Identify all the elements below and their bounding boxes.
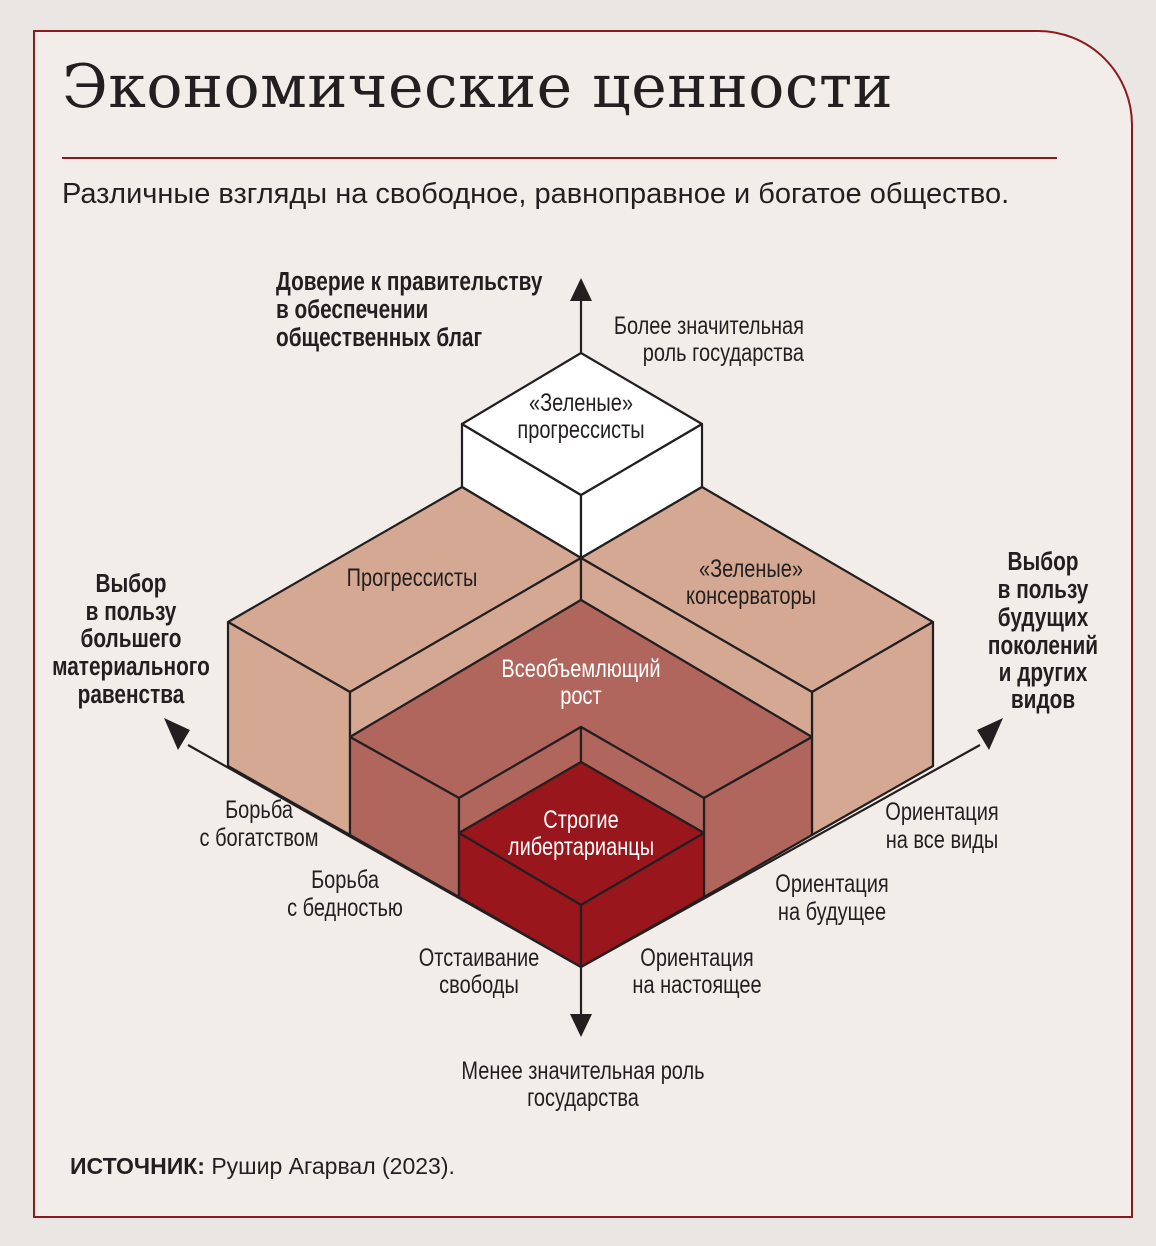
left-tick-1-line-1: Борьба (225, 796, 293, 824)
label-green-progressives-2: прогрессисты (517, 416, 644, 444)
axis-left-title-1: Выбор (95, 569, 166, 598)
axis-up-title-1: Доверие к правительству (276, 267, 542, 296)
label-strict-libertarians-1: Строгие (543, 806, 618, 834)
left-tick-3-line-2: свободы (439, 971, 519, 999)
block-green-progressives (460, 351, 704, 560)
axis-right-title-6: видов (1011, 685, 1075, 714)
right-tick-1-line-1: Ориентация (885, 798, 998, 826)
source-text: Рушир Агарвал (2023). (204, 1153, 455, 1179)
label-inclusive-growth-2: рост (560, 682, 601, 710)
right-tick-3-line-2: на настоящее (632, 971, 761, 999)
block-strict-libertarians (457, 760, 706, 969)
label-inclusive-growth-1: Всеобъемлющий (501, 655, 660, 683)
axis-right-title-3: будущих (998, 603, 1089, 632)
label-green-progressives-1: «Зеленые» (529, 389, 633, 417)
label-strict-libertarians-2: либертарианцы (508, 833, 654, 861)
axis-up-end-1: Более значительная (614, 312, 804, 340)
label-progressives: Прогрессисты (347, 564, 478, 592)
arrow-right-icon (977, 718, 1003, 750)
axis-right-title-5: и других (999, 658, 1088, 687)
arrow-down-icon (570, 1014, 592, 1037)
block-progressives (226, 485, 583, 837)
axis-left-title-5: равенства (78, 680, 186, 709)
source-label: ИСТОЧНИК: (70, 1153, 205, 1179)
axis-up-title-3: общественных благ (276, 323, 482, 352)
left-tick-3-line-1: Отстаивание (419, 944, 540, 972)
right-tick-3-line-1: Ориентация (640, 944, 753, 972)
source-note: ИСТОЧНИК: Рушир Агарвал (2023). (70, 1153, 455, 1180)
axis-up-end-2: роль государства (643, 339, 805, 367)
right-tick-2-line-1: Ориентация (775, 870, 888, 898)
label-green-conservatives-2: консерваторы (686, 582, 816, 610)
arrow-left-icon (164, 718, 190, 750)
axis-right-title-1: Выбор (1007, 547, 1078, 576)
axis-left-title-4: материального (52, 652, 210, 681)
title-divider (62, 157, 1057, 159)
right-tick-2-line-2: на будущее (778, 898, 886, 926)
arrow-up-icon (570, 278, 592, 301)
page-title: Экономические ценности (62, 52, 894, 122)
axis-down-end-1: Менее значительная роль (461, 1057, 704, 1085)
left-tick-1-line-2: с богатством (200, 824, 319, 852)
right-tick-1-line-2: на все виды (886, 826, 999, 854)
axis-right-title-2: в пользу (998, 575, 1089, 604)
subtitle: Различные взгляды на свободное, равнопра… (62, 178, 1010, 210)
axis-down-end-2: государства (527, 1084, 639, 1112)
axis-left-title-2: в пользу (86, 597, 177, 626)
block-green-conservatives (579, 485, 935, 837)
left-tick-2-line-1: Борьба (311, 866, 379, 894)
left-tick-2-line-2: с бедностью (287, 894, 403, 922)
label-green-conservatives-1: «Зеленые» (699, 555, 803, 583)
axis-left-title-3: большего (81, 624, 182, 653)
axis-up-title-2: в обеспечении (276, 295, 428, 324)
axis-right-title-4: поколений (988, 631, 1098, 660)
